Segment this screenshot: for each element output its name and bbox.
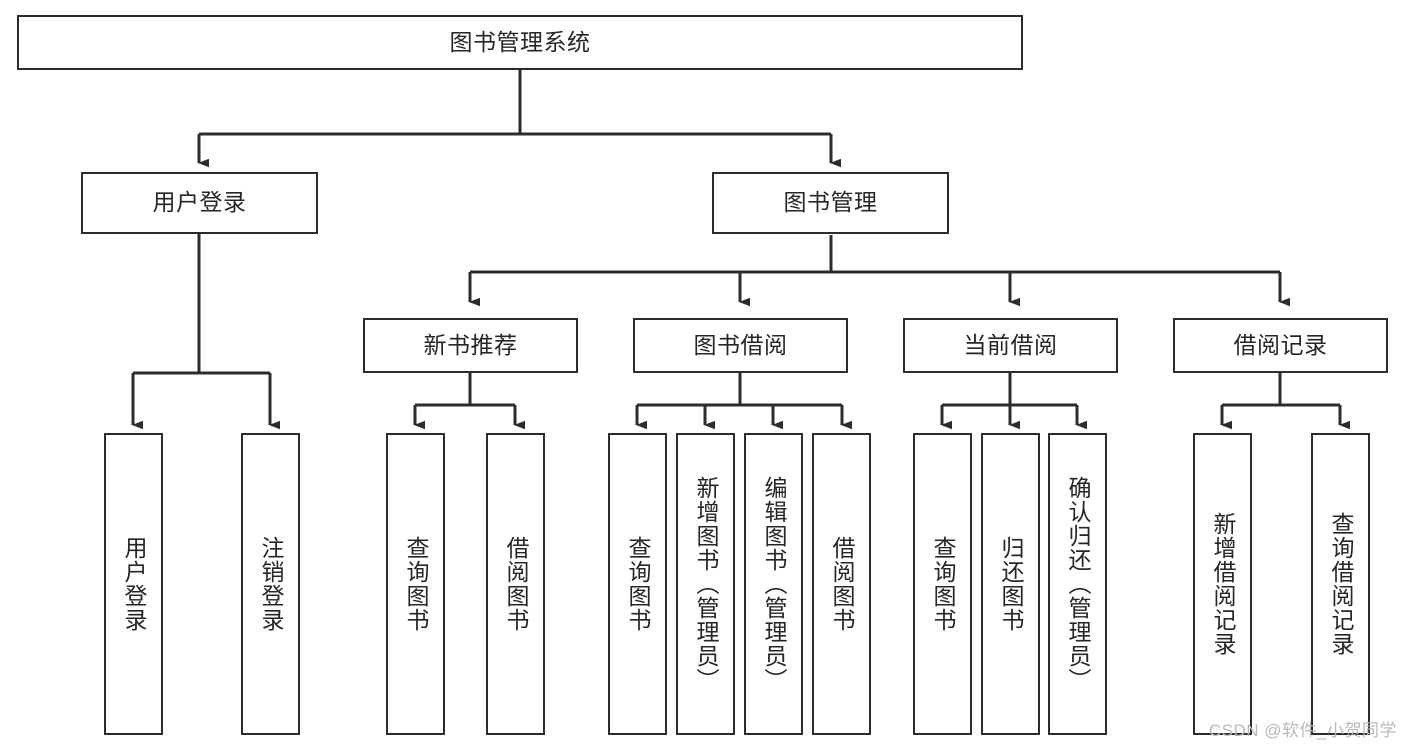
node-leaf-query-record-label: 查询借阅记录 [1327,512,1354,656]
node-leaf-add-book-label: 新增图书（管理员） [692,476,719,692]
csdn-watermark: CSDN @软件_小贺同学 [1208,721,1397,740]
node-user-login[interactable]: 用户登录 [81,172,318,234]
node-root-label: 图书管理系统 [449,28,591,55]
node-leaf-cur-query[interactable]: 查询图书 [913,433,972,735]
node-leaf-borrow-query[interactable]: 查询图书 [608,433,667,735]
node-leaf-rec-query-label: 查询图书 [402,536,429,632]
node-user-login-label: 用户登录 [152,189,247,216]
node-leaf-add-record-label: 新增借阅记录 [1209,512,1236,656]
node-book-borrow-label: 图书借阅 [693,331,788,358]
node-leaf-borrow-book-label: 借阅图书 [828,536,855,632]
node-borrow-record-label: 借阅记录 [1233,331,1328,358]
node-leaf-cur-query-label: 查询图书 [929,536,956,632]
node-leaf-confirm-return-label: 确认归还（管理员） [1064,476,1091,692]
node-leaf-borrow-book[interactable]: 借阅图书 [812,433,871,735]
node-current-borrow-label: 当前借阅 [963,331,1058,358]
node-book-manage[interactable]: 图书管理 [712,172,949,234]
node-leaf-logout-label: 注销登录 [257,536,284,632]
node-new-book-rec-label: 新书推荐 [423,331,518,358]
node-leaf-borrow-query-label: 查询图书 [624,536,651,632]
node-leaf-rec-query[interactable]: 查询图书 [386,433,445,735]
node-leaf-add-book[interactable]: 新增图书（管理员） [676,433,735,735]
node-leaf-return-book-label: 归还图书 [997,536,1024,632]
node-book-borrow[interactable]: 图书借阅 [633,318,848,373]
node-leaf-rec-borrow[interactable]: 借阅图书 [486,433,545,735]
node-new-book-rec[interactable]: 新书推荐 [363,318,578,373]
node-leaf-user-login[interactable]: 用户登录 [104,433,163,735]
node-leaf-user-login-label: 用户登录 [120,536,147,632]
node-leaf-return-book[interactable]: 归还图书 [981,433,1040,735]
node-leaf-logout[interactable]: 注销登录 [241,433,300,735]
node-leaf-rec-borrow-label: 借阅图书 [502,536,529,632]
node-current-borrow[interactable]: 当前借阅 [903,318,1118,373]
node-leaf-edit-book[interactable]: 编辑图书（管理员） [744,433,803,735]
node-leaf-query-record[interactable]: 查询借阅记录 [1311,433,1370,735]
node-leaf-confirm-return[interactable]: 确认归还（管理员） [1048,433,1107,735]
node-root[interactable]: 图书管理系统 [17,15,1023,70]
node-leaf-add-record[interactable]: 新增借阅记录 [1193,433,1252,735]
node-borrow-record[interactable]: 借阅记录 [1173,318,1388,373]
node-book-manage-label: 图书管理 [783,189,878,216]
node-leaf-edit-book-label: 编辑图书（管理员） [760,476,787,692]
